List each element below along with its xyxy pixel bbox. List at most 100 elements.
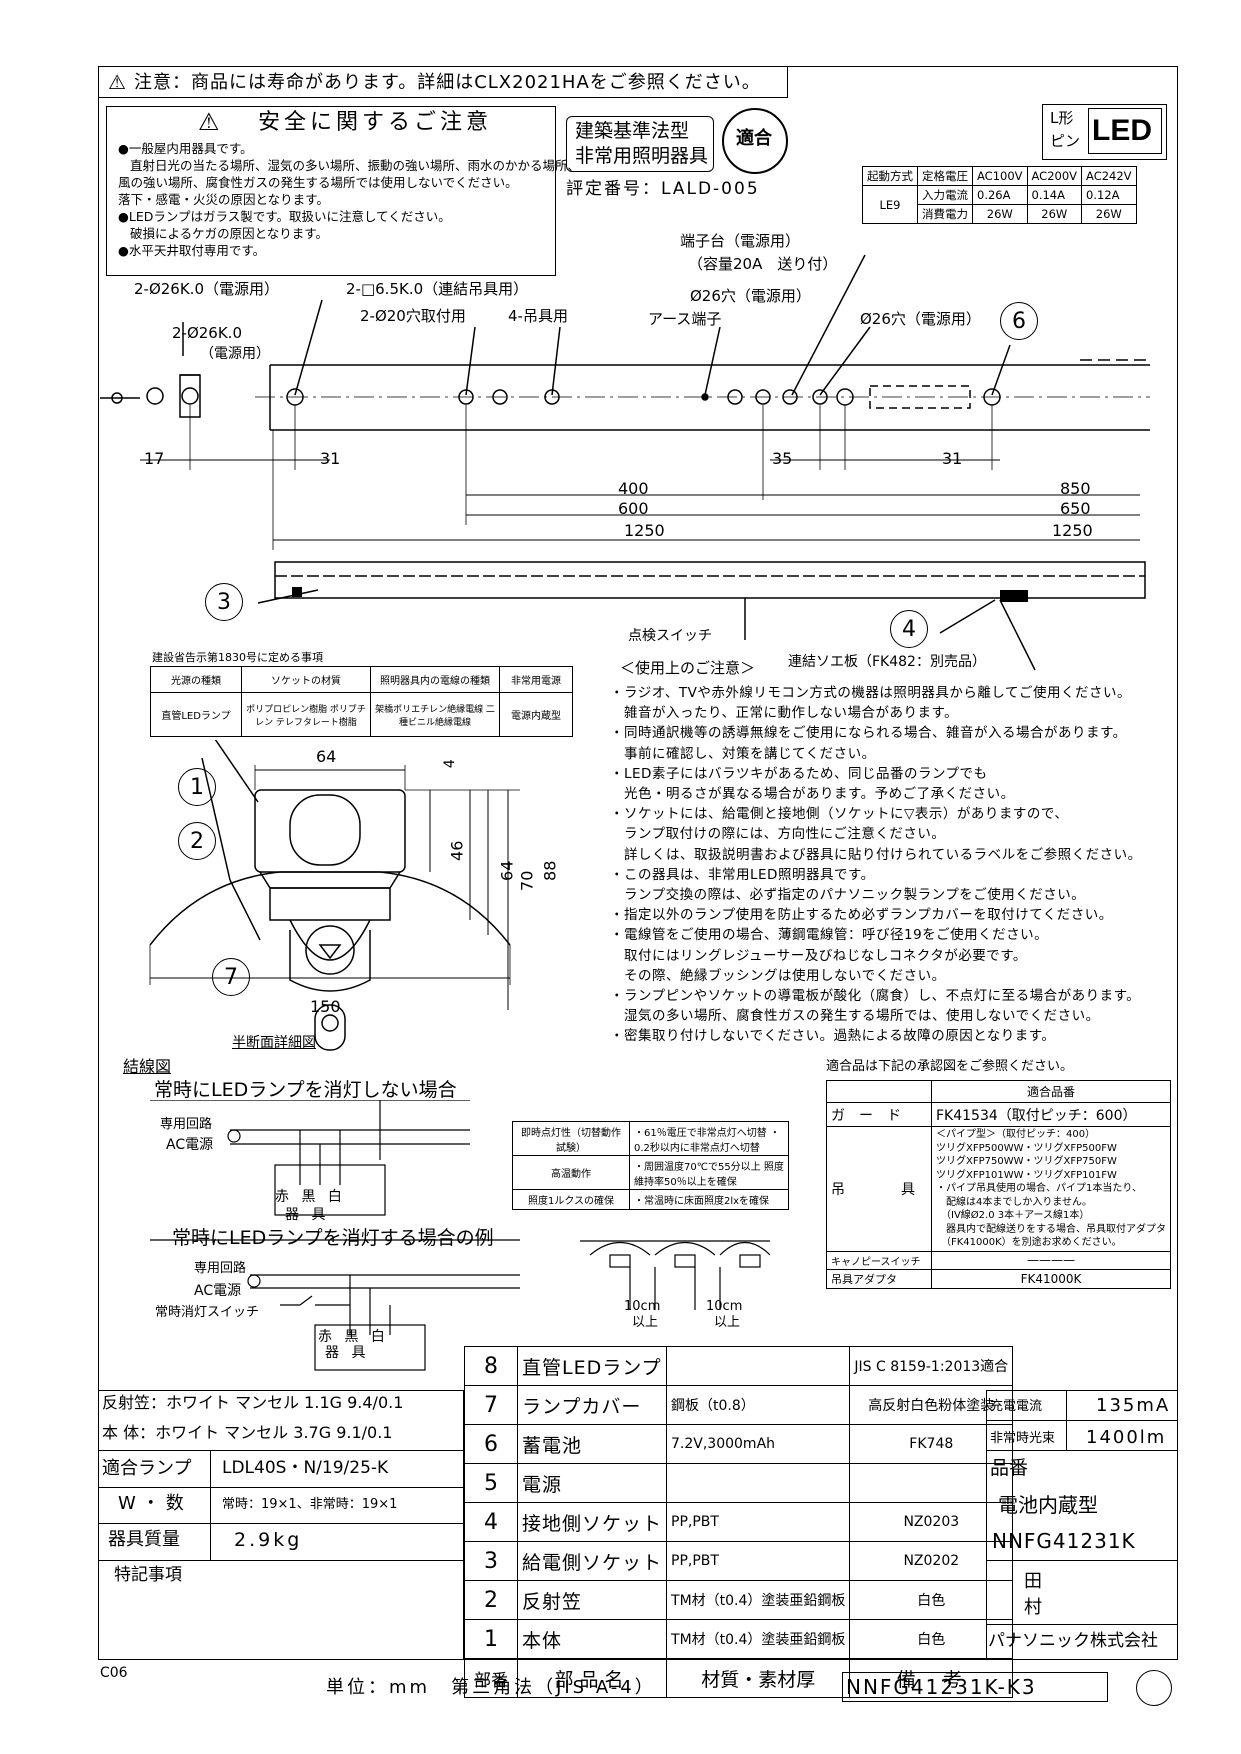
joint-plate-label: 連結ソエ板（FK482：別売品） — [788, 654, 986, 670]
parts-material: 7.2V,3000mAh — [666, 1424, 851, 1464]
emergency-label: 高温動作 — [512, 1155, 630, 1190]
safety-line: 落下・感電・火災の原因となります。 — [118, 192, 329, 207]
notes-label: 特記事項 — [114, 1565, 182, 1585]
approver-name1: 田 — [1024, 1571, 1042, 1592]
safety-line: ●水平天井取付専用です。 — [118, 243, 266, 258]
usage-line: ・ラジオ、TVや赤外線リモコン方式の機器は照明器具から離してご使用ください。 — [610, 685, 1131, 701]
standard-line1: 建築基準法型 — [575, 120, 690, 142]
wiring-dedicated-2: 専用回路 — [194, 1261, 247, 1276]
weight-value: 2.9kg — [234, 1529, 303, 1551]
usage-line: ・この器具は、非常用LED照明器具です。 — [610, 866, 875, 883]
check-switch-label: 点検スイッチ — [628, 628, 712, 644]
dim-150: 150 — [310, 997, 341, 1016]
hole-20-label: 2-Ø20穴取付用 — [360, 307, 466, 325]
part-callout-4: 4 — [890, 610, 928, 648]
parts-note — [849, 1463, 1014, 1503]
hanger-line: ・パイプ吊具使用の場合、パイプ1本当たり、 — [936, 1183, 1142, 1194]
safety-line: ●一般屋内用器具です。 — [118, 141, 253, 156]
charge-value: 135mA — [1096, 1395, 1171, 1416]
parts-name: 電源 — [516, 1463, 668, 1503]
parts-no: 3 — [464, 1541, 518, 1581]
notice-cell: 架橋ポリエチレン絶縁電線 二種ビニル絶縁電線 — [370, 692, 500, 737]
parts-note: 白色 — [849, 1619, 1014, 1659]
emergency-value: ・常温時に床面照度2lxを確保 — [629, 1189, 789, 1210]
wiring-case1: 常時にLEDランプを消灯しない場合 — [154, 1079, 457, 1101]
hanger-line: （IV線Ø2.0 3本＋アース線1本） — [936, 1210, 1090, 1221]
watt-label: W・数 — [118, 1493, 190, 1514]
parts-note: 高反射白色粉体塗装 — [849, 1385, 1014, 1425]
spec-header: AC200V — [1026, 166, 1083, 186]
hanger-line: 器具内で配線送りをする場合、吊具取付アダプタ — [936, 1223, 1166, 1235]
lamp-value: LDL40S・N/19/25-K — [222, 1458, 389, 1478]
hanger-line: （FK41000K）を別途お求めください。 — [936, 1237, 1122, 1248]
hole-26-power-label: 2-Ø26K.0（電源用） — [134, 280, 279, 298]
reflector-spec: 反射笠：ホワイト マンセル 1.1G 9.4/0.1 — [102, 1393, 404, 1412]
wiring-colors-2: 赤 黒 白 — [318, 1329, 389, 1345]
divider — [210, 1487, 211, 1560]
spacing-gap2-sub: 以上 — [714, 1315, 741, 1330]
part-callout-6: 6 — [1000, 302, 1038, 340]
spec-table: 起動方式 定格電圧 AC100V AC200V AC242V LE9 入力電流 … — [862, 166, 1137, 224]
dim-1250a: 1250 — [624, 521, 665, 540]
parts-note: 白色 — [849, 1580, 1014, 1620]
hanger-line: 配線は4本までしか入りません。 — [936, 1196, 1093, 1208]
notice-header: 非常用電源 — [499, 666, 573, 693]
divider — [986, 1420, 1178, 1421]
notice-header: ソケットの材質 — [241, 666, 371, 693]
parts-name: 給電側ソケット — [516, 1541, 668, 1581]
parts-material: TM材（t0.4）塗装亜鉛鋼板 — [666, 1580, 851, 1620]
wiring-ac-1: AC電源 — [166, 1137, 214, 1153]
guard-label: ガ ー ド — [826, 1102, 932, 1127]
warning-icon: ⚠ — [108, 70, 126, 94]
canopy-label: キャノピースイッチ — [826, 1250, 932, 1270]
company-name: パナソニック株式会社 — [988, 1631, 1158, 1651]
dim-600: 600 — [618, 499, 649, 518]
dim-64-height: 64 — [497, 860, 517, 881]
wiring-colors-1: 赤 黒 白 — [275, 1189, 346, 1205]
wiring-diagram — [150, 1100, 520, 1371]
notice-cell: 直管LEDランプ — [150, 692, 242, 737]
safety-line: 破損によるケガの原因となります。 — [130, 226, 329, 241]
adapter-label: 吊具アダプタ — [826, 1268, 932, 1289]
lpin-line2: ピン — [1050, 132, 1081, 150]
wiring-case2: 常時にLEDランプを消灯する場合の例 — [172, 1227, 494, 1249]
notice-title: 建設省告示第1830号に定める事項 — [152, 651, 323, 664]
spacing-gap2: 10cm — [706, 1299, 743, 1314]
eval-number: 評定番号：LALD-005 — [566, 179, 760, 199]
accessories-table: 適合品番 ガ ー ド FK41534（取付ピッチ：600） 吊 具 ＜パイプ型＞… — [826, 1080, 1171, 1289]
dim-35: 35 — [772, 449, 793, 468]
drawing-number-box — [842, 1672, 1108, 1702]
hanger-line: ＜パイプ型＞（取付ピッチ：400） — [936, 1129, 1096, 1140]
standard-box — [566, 116, 714, 172]
usage-line: ・指定以外のランプ使用を防止するため必ずランプカバーを取付けてください。 — [610, 907, 1113, 924]
seal-icon: 適合 — [722, 108, 788, 174]
wiring-dedicated-1: 専用回路 — [160, 1117, 213, 1132]
side-hole-sub-label: （電源用） — [200, 346, 270, 362]
spec-cell: 26W — [972, 204, 1028, 224]
safety-line: 風の強い場所、腐食性ガスの発生する場所では使用しないでください。 — [118, 175, 518, 190]
dim-46: 46 — [447, 840, 467, 861]
parts-material: 鋼板（t0.8） — [666, 1385, 851, 1425]
parts-material — [666, 1346, 851, 1386]
notice-header: 照明器具内の電線の種類 — [370, 666, 500, 693]
usage-line: 取付にはリングレジューサー及びねじなしコネクタが必要です。 — [610, 947, 1027, 964]
spacing-gap1-sub: 以上 — [632, 1315, 659, 1330]
divider — [986, 1624, 1178, 1625]
wiring-title: 結線図 — [123, 1057, 172, 1076]
emergency-value: ・周囲温度70℃で55分以上 照度維持率50％以上を確保 — [629, 1155, 789, 1190]
emergency-label: 照度1ルクスの確保 — [512, 1189, 630, 1210]
guard-value: FK41534（取付ピッチ：600） — [931, 1102, 1171, 1127]
notice-table: 光源の種類 ソケットの材質 照明器具内の電線の種類 非常用電源 直管LEDランプ… — [150, 666, 573, 737]
wiring-ac-2: AC電源 — [194, 1283, 242, 1299]
terminal-capacity-label: （容量20A 送り付） — [688, 255, 838, 273]
parts-material: TM材（t0.4）塗装亜鉛鋼板 — [666, 1619, 851, 1659]
hinban-label: 品番 — [990, 1457, 1029, 1479]
plan-drawing — [100, 254, 1150, 671]
emergency-table: 即時点灯性（切替動作試験） ・61％電圧で非常点灯へ切替 ・0.2秒以内に非常点… — [512, 1121, 789, 1210]
dim-4: 4 — [441, 759, 458, 769]
usage-line: 雑音が入ったり、正常に動作しない場合があります。 — [610, 705, 959, 722]
